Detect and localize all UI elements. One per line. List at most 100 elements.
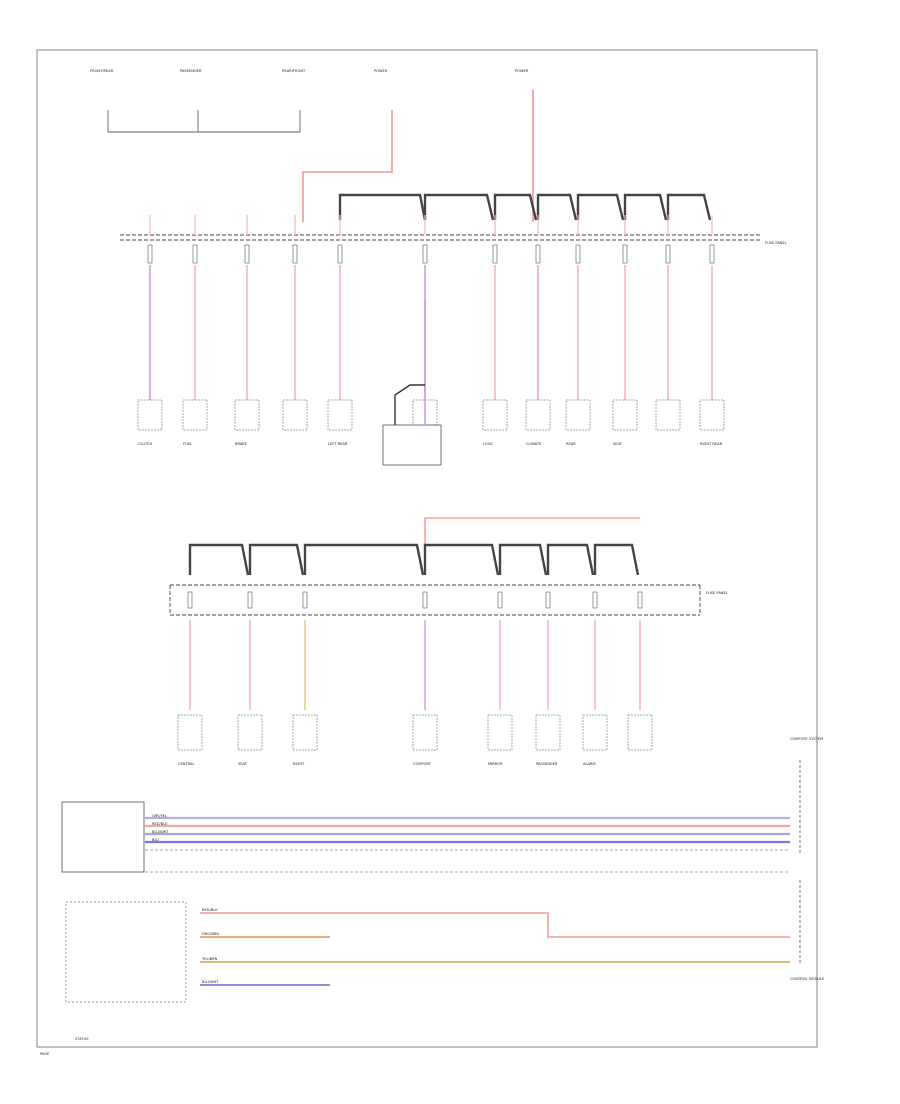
- component-label: RIGHT REAR: [700, 442, 723, 446]
- component-connector: [627, 714, 653, 751]
- footer-page-id: PAGE: [40, 1052, 50, 1056]
- component-connector: [412, 714, 438, 751]
- fuse-element: [337, 244, 343, 264]
- component-connector: [582, 714, 608, 751]
- fuse-bridge: [338, 193, 427, 221]
- component-connector: [612, 399, 638, 431]
- component-label: REAR: [566, 442, 576, 446]
- component-label: ALARM: [583, 762, 596, 766]
- fuse-bridge: [593, 543, 640, 576]
- top-source-label: REAR/FRONT: [282, 69, 306, 73]
- fuse-element: [665, 244, 671, 264]
- component-label: CLIMATE: [526, 442, 542, 446]
- fuse-box-1-label: FUSE PANEL: [765, 241, 787, 245]
- lower-wire-label: RED/BLK: [202, 908, 218, 912]
- component-connector: [282, 399, 308, 431]
- fuse-box-2-label: FUSE PANEL: [706, 591, 728, 595]
- component-label: LEFT REAR: [328, 442, 348, 446]
- fuse-element: [192, 244, 198, 264]
- fuse-element: [302, 591, 308, 609]
- lower-wire-label: YEL/BRN: [202, 957, 218, 961]
- component-connector: [292, 714, 318, 751]
- power-feed-3: [424, 517, 640, 575]
- component-label: LOCK: [483, 442, 493, 446]
- lower-wires: RED/BLK ORG/BRN YEL/BRN BLU/WHT: [200, 908, 790, 986]
- component-label: PASSENGER: [536, 762, 558, 766]
- lower-wire: [200, 912, 790, 938]
- left-module-box: [61, 801, 145, 873]
- fuse-bridge: [576, 193, 625, 221]
- fuse-box-2-columns: CENTRAL SEAT RIGHT COMFORT MIRROR PASSENGER AL…: [177, 591, 653, 766]
- fuse-element: [575, 244, 581, 264]
- diagram-frame: [36, 49, 818, 1048]
- footer-left-label: STATUS: [75, 1037, 89, 1041]
- fuse-bridge: [423, 543, 500, 576]
- fuse-bridge: [493, 193, 538, 221]
- fuse-bridge: [666, 193, 712, 221]
- component-label: SEAT: [613, 442, 623, 446]
- fuse-element: [709, 244, 715, 264]
- fuse-box-2-brackets: [188, 543, 640, 576]
- component-connector: [234, 399, 260, 431]
- component-label: CENTRAL: [178, 762, 194, 766]
- component-label: BRAKE: [235, 442, 248, 446]
- fuse-element: [637, 591, 643, 609]
- lower-switch-group: [65, 901, 187, 1003]
- component-connector: [182, 399, 208, 431]
- component-label: FUEL: [183, 442, 192, 446]
- harness-wire-label: GRY/YEL: [152, 814, 167, 818]
- harness-wire-label: BLU/WHT: [152, 830, 169, 834]
- fuse-element: [292, 244, 298, 264]
- fuse-element: [492, 244, 498, 264]
- fuse-element: [247, 591, 253, 609]
- fuse-element: [422, 591, 428, 609]
- component-connector: [327, 399, 353, 431]
- fuse-element: [187, 591, 193, 609]
- component-connector: [177, 714, 203, 751]
- component-label: COMFORT: [413, 762, 432, 766]
- power-module-ground: [394, 384, 425, 425]
- fuse-element: [147, 244, 153, 264]
- fuse-element: [545, 591, 551, 609]
- power-module-box: [382, 424, 442, 466]
- component-label: RIGHT: [293, 762, 305, 766]
- component-label: CLUTCH: [138, 442, 152, 446]
- component-connector: [655, 399, 681, 431]
- component-label: MIRROR: [488, 762, 503, 766]
- power-feed-1: [302, 110, 393, 222]
- right-module-bottom-label: CONTROL MODULE: [790, 977, 825, 981]
- harness-lines: GRY/YEL RED/BLK BLU/WHT BLU: [145, 814, 790, 873]
- fuse-bridge: [498, 543, 548, 576]
- component-connector: [482, 399, 508, 431]
- fuse-element: [422, 244, 428, 264]
- lower-wire-label: BLU/WHT: [202, 980, 219, 984]
- fuse-box-1-brackets: [338, 193, 712, 221]
- fuse-bridge: [303, 543, 425, 576]
- component-connector: [699, 399, 725, 431]
- fuse-bridge: [423, 193, 495, 221]
- lower-wire-label: ORG/BRN: [202, 932, 219, 936]
- fuse-bridge: [248, 543, 305, 576]
- harness-wire-label: RED/BLK: [152, 822, 168, 826]
- fuse-element: [535, 244, 541, 264]
- fuse-element: [592, 591, 598, 609]
- component-label: SEAT: [238, 762, 248, 766]
- top-source-label: FRONT/REAR: [90, 69, 114, 73]
- fuse-element: [622, 244, 628, 264]
- component-connector: [237, 714, 263, 751]
- top-source-label: PASSENGER: [180, 69, 202, 73]
- top-source-label: POWER: [515, 69, 529, 73]
- component-connector: [487, 714, 513, 751]
- fuse-element: [497, 591, 503, 609]
- fuse-bridge: [536, 193, 578, 221]
- component-connector: [137, 399, 163, 431]
- fuse-bridge: [623, 193, 668, 221]
- fuse-bridge: [546, 543, 595, 576]
- fuse-element: [244, 244, 250, 264]
- right-module-top-label: COMFORT SYSTEM: [790, 737, 823, 741]
- harness-wire-label: BLU: [152, 838, 159, 842]
- component-connector: [565, 399, 591, 431]
